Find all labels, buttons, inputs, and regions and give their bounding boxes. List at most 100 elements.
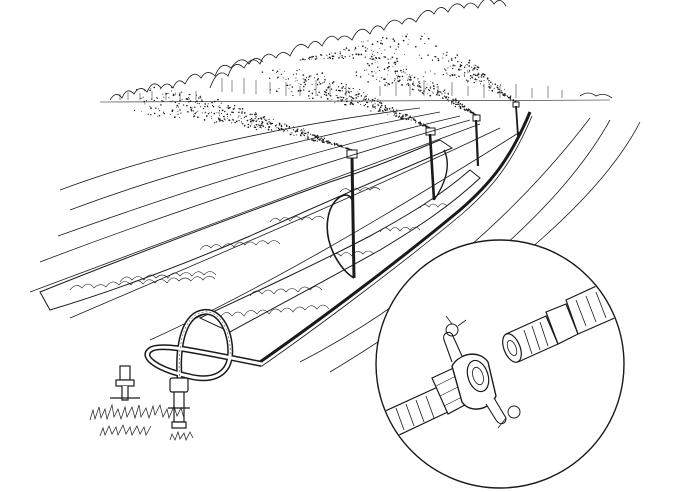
spray-droplet <box>380 102 383 105</box>
spray-droplet <box>401 116 403 118</box>
spray-droplet <box>379 110 381 112</box>
spray-droplet <box>355 71 358 73</box>
spray-droplet <box>379 106 382 108</box>
spray-droplet <box>344 48 346 51</box>
spray-droplet <box>452 98 454 100</box>
spray-droplet <box>461 105 463 107</box>
spray-droplet <box>334 102 336 104</box>
spray-droplet <box>212 105 215 108</box>
spray-droplet <box>435 93 438 96</box>
spray-droplet <box>380 100 382 102</box>
spray-droplet <box>446 72 448 74</box>
spray-droplet <box>218 119 220 121</box>
spray-droplet <box>219 106 221 109</box>
spray-droplet <box>424 90 426 92</box>
spray-droplet <box>174 101 177 103</box>
spray-droplet <box>327 57 329 59</box>
spray-droplet <box>310 58 312 60</box>
spray-droplet <box>406 84 408 86</box>
spray-droplet <box>424 88 426 90</box>
spray-droplet <box>490 86 492 88</box>
spray-droplet <box>396 110 398 112</box>
spray-droplet <box>514 100 517 103</box>
spray-droplet <box>340 96 342 98</box>
spray-droplet <box>362 45 364 48</box>
spray-droplet <box>394 111 396 113</box>
spray-droplet <box>253 125 255 127</box>
spray-droplet <box>223 115 225 118</box>
spray-droplet <box>275 124 277 126</box>
spray-droplet <box>326 140 328 142</box>
spray-droplet <box>438 90 440 93</box>
spray-droplet <box>140 97 142 99</box>
spray-droplet <box>240 118 242 120</box>
spray-droplet <box>379 42 382 45</box>
spray-droplet <box>304 59 306 61</box>
spray-droplet <box>188 98 190 100</box>
spray-droplet <box>344 103 346 106</box>
spray-droplet <box>382 110 384 112</box>
spray-droplet <box>434 55 435 57</box>
spray-droplet <box>341 90 343 92</box>
spray-droplet <box>148 89 150 91</box>
spray-droplet <box>453 101 455 102</box>
spray-droplet <box>383 68 386 70</box>
spray-droplet <box>478 72 480 74</box>
spray-droplet <box>453 64 455 67</box>
spray-droplet <box>449 74 451 77</box>
spray-droplet <box>307 131 309 134</box>
spray-droplet <box>194 106 196 108</box>
spray-droplet <box>314 136 317 139</box>
spray-droplet <box>281 128 284 131</box>
spray-droplet <box>327 55 329 57</box>
spray-droplet <box>268 118 270 121</box>
spray-droplet <box>429 94 432 97</box>
spray-droplet <box>363 98 365 100</box>
spray-droplet <box>158 114 161 117</box>
spray-droplet <box>365 104 367 106</box>
spray-droplet <box>372 106 374 108</box>
spray-droplet <box>447 74 449 76</box>
spray-droplet <box>326 90 328 92</box>
spray-droplet <box>221 120 223 122</box>
spray-droplet <box>264 118 266 120</box>
spray-droplet <box>218 105 220 107</box>
spray-droplet <box>332 55 335 58</box>
spray-droplet <box>360 95 363 97</box>
spray-droplet <box>379 101 381 104</box>
spray-droplet <box>202 107 205 110</box>
spray-droplet <box>339 51 341 53</box>
crop-bed-left <box>39 139 454 311</box>
spray-droplet <box>488 84 490 86</box>
spray-droplet <box>420 57 423 59</box>
spray-droplet <box>380 40 382 42</box>
spray-droplet <box>405 115 407 117</box>
spray-droplet <box>304 132 306 135</box>
spray-droplet <box>302 74 305 76</box>
spray-droplet <box>458 100 460 103</box>
spray-droplet <box>473 81 475 84</box>
spray-droplet <box>393 40 396 42</box>
spray-droplet <box>444 92 446 94</box>
spray-droplet <box>204 105 206 108</box>
spray-droplet <box>167 92 169 95</box>
spray-droplet <box>169 113 171 116</box>
spray-droplet <box>323 75 325 77</box>
spray-droplet <box>384 108 386 111</box>
spray-droplet <box>451 101 453 103</box>
spray-droplet <box>337 89 339 91</box>
spray-droplet <box>201 100 203 102</box>
spray-droplet <box>365 95 367 97</box>
crop-bed-center <box>198 169 481 333</box>
spray-droplet <box>411 74 413 76</box>
spray-droplet <box>473 112 475 115</box>
spray-droplet <box>162 93 164 95</box>
spray-droplet <box>220 118 222 120</box>
spray-droplet <box>159 110 161 112</box>
spray-droplet <box>270 123 272 125</box>
spray-droplet <box>405 118 408 121</box>
spray-droplet <box>218 112 220 114</box>
spray-droplet <box>321 140 324 143</box>
spray-droplet <box>255 123 258 126</box>
spray-droplet <box>354 46 356 48</box>
